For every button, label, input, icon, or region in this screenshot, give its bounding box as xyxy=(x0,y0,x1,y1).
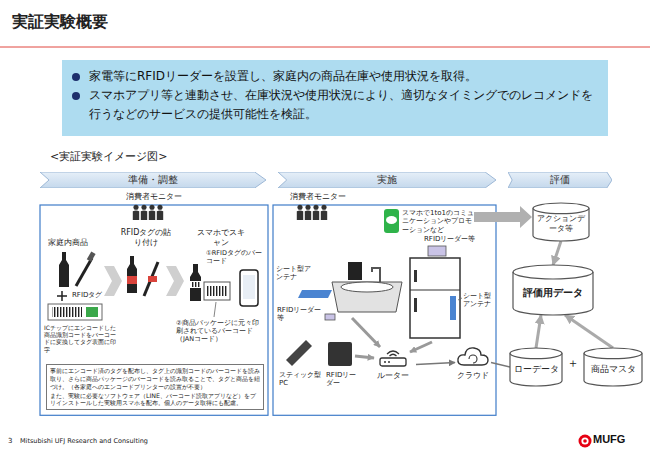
data-cylinder: アクションデータ等 xyxy=(533,203,589,241)
text-label: 消費者モニター xyxy=(116,192,192,202)
text-label: RFIDリーダー等 xyxy=(424,235,486,243)
bullet-row: 家電等にRFIDリーダーを設置し、家庭内の商品在庫や使用状況を取得。 xyxy=(72,67,600,86)
bullet-dot xyxy=(72,92,80,100)
connector xyxy=(491,363,510,368)
phase-label: 準備・調整 xyxy=(128,174,178,187)
text-label: 消費者モニター xyxy=(280,192,356,202)
data-label: 商品マスタ xyxy=(591,364,636,374)
text-label: RFIDタグ xyxy=(72,291,114,299)
text-label: ②商品パッケージに元々印刷されているバーコード（JANコード） xyxy=(176,320,264,343)
phase-label: 評価 xyxy=(550,174,570,187)
text-label: ICチップにエンコードした商品識別コードをバーコードに変換してタグ表面に印字 xyxy=(44,324,118,353)
text-label: スマホでスキャン xyxy=(194,228,248,247)
phase-band: 実施 xyxy=(278,172,496,188)
text-label: 家庭内商品 xyxy=(48,238,102,248)
data-label: ローデータ xyxy=(514,364,559,374)
note-text: 事前にエンコード済のタグを配布し、タグ上の識別コードのバーコードを読み取り、さら… xyxy=(50,367,260,391)
bullet-dot xyxy=(72,73,80,81)
people-icon xyxy=(133,205,327,220)
phase-band: 準備・調整 xyxy=(40,172,266,188)
router-shape xyxy=(378,348,408,368)
text-label: MUFG xyxy=(593,433,643,446)
run-panel xyxy=(273,205,496,415)
cloud-node: クラウド xyxy=(455,344,491,381)
summary-box: 家電等にRFIDリーダーを設置し、家庭内の商品在庫や使用状況を取得。スマホアプリ… xyxy=(62,60,608,136)
text-label: ①RFIDタグのバーコード xyxy=(206,250,264,266)
phase-label: 実施 xyxy=(377,174,397,187)
text-label: RFIDリーダー等 xyxy=(277,306,323,323)
text-label: ＋ xyxy=(565,356,581,370)
connector xyxy=(536,315,541,348)
prep-panel xyxy=(40,205,268,415)
text-label: スマホで1to1のコミュニケーションやプロモーションなど xyxy=(402,209,474,234)
data-cylinder: 評価用データ xyxy=(513,265,593,315)
text-label: スティック型PC xyxy=(279,371,325,388)
bullet-row: スマホアプリ等と連動させ、在庫状況や使用状況により、適切なタイミングでのレコメン… xyxy=(72,86,600,124)
text-label: シート型アンテナ xyxy=(463,292,495,309)
text-label: RFIDリーダー xyxy=(326,371,362,388)
data-label: 評価用データ xyxy=(523,287,583,299)
mufg-logo xyxy=(579,435,592,448)
note-text: また、実験に必要なソフトウェア（LINE、バーコード読取アプリなど）をプリインス… xyxy=(50,392,260,408)
text-label: Mitsubishi UFJ Research and Consulting xyxy=(20,438,240,446)
connector xyxy=(565,315,613,348)
home-illustration xyxy=(286,206,532,366)
icon-label: ルーター xyxy=(370,370,416,381)
header-rule xyxy=(0,47,650,48)
phase-band: 評価 xyxy=(508,172,612,188)
note-box: 事前にエンコード済のタグを配布し、タグ上の識別コードのバーコードを読み取り、さら… xyxy=(46,364,264,410)
text-label: RFIDタグの貼り付け xyxy=(120,228,172,247)
slide-title: 実証実験概要 xyxy=(12,12,108,33)
icon-label: クラウド xyxy=(455,370,491,381)
data-cylinder: ローデータ xyxy=(510,348,562,386)
data-label: アクションデータ等 xyxy=(535,214,587,233)
cloud-shape xyxy=(456,344,490,368)
bullet-text: 家電等にRFIDリーダーを設置し、家庭内の商品在庫や使用状況を取得。 xyxy=(89,67,600,86)
text-label: <実証実験イメージ図> xyxy=(50,150,220,163)
bullet-text: スマホアプリ等と連動させ、在庫状況や使用状況により、適切なタイミングでのレコメン… xyxy=(89,86,600,124)
data-cylinder: 商品マスタ xyxy=(584,348,642,386)
text-label: 3 xyxy=(8,437,20,445)
router-node: ルーター xyxy=(370,348,416,381)
text-label: シート型アンテナ xyxy=(276,265,312,282)
connector xyxy=(553,241,561,265)
connector xyxy=(416,363,455,365)
